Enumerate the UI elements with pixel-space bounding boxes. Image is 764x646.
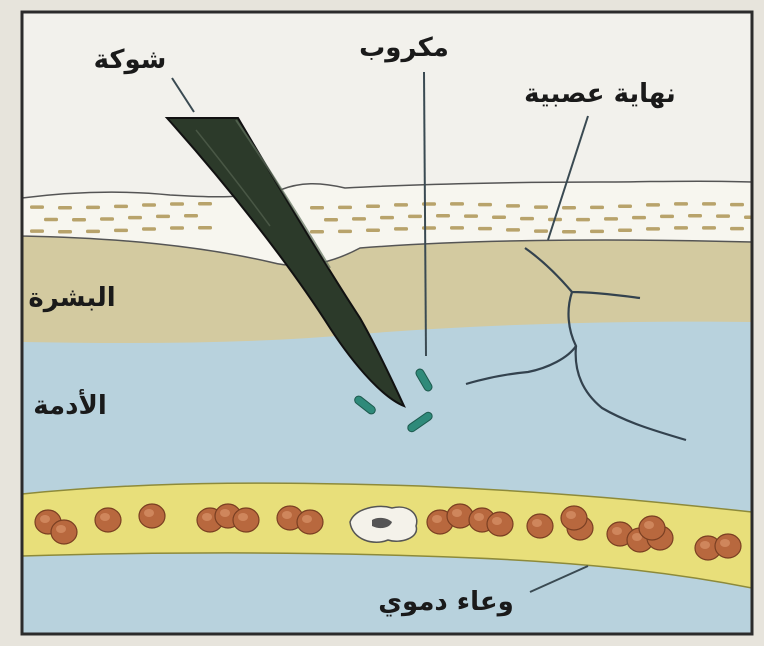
label-microbe: مكروب: [359, 33, 449, 63]
label-thorn: شوكة: [94, 45, 167, 75]
label-dermis: الأدمة: [33, 389, 106, 421]
dermis-layer: [22, 300, 752, 634]
skin-layers: [22, 118, 758, 634]
white-blood-cell-icon: [350, 507, 417, 543]
label-blood-vessel: وعاء دموي: [378, 587, 514, 617]
label-epidermis: البشرة: [28, 283, 115, 313]
label-nerve-ending: نهاية عصبية: [524, 79, 676, 109]
